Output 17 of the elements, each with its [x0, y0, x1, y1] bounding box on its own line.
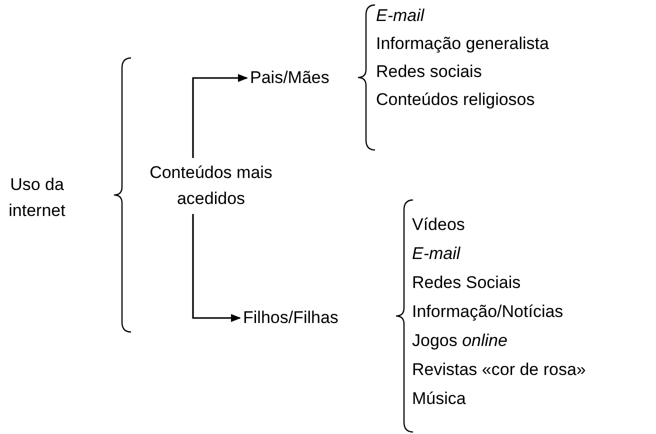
list-item: E-mail	[412, 242, 462, 264]
list-item: Revistas «cor de rosa»	[412, 358, 587, 380]
list-item: Vídeos	[412, 214, 466, 236]
node-label: Uso da internet	[8, 174, 66, 222]
list-item: Redes sociais	[376, 61, 483, 83]
node-label: Pais/Mães	[250, 67, 330, 89]
node-label: Filhos/Filhas	[243, 307, 340, 329]
list-item: Redes Sociais	[412, 272, 522, 294]
list-item: E-mail	[376, 5, 426, 27]
list-item: Informação/Notícias	[412, 300, 564, 323]
list-item: Informação generalista	[376, 33, 550, 55]
node-label: Conteúdos mais acedidos	[148, 162, 274, 210]
arrow	[192, 74, 248, 158]
list-item: Música	[412, 388, 467, 410]
list-item: Conteúdos religiosos	[376, 89, 536, 111]
list-item: Jogos online	[412, 330, 508, 352]
arrow	[192, 214, 241, 322]
